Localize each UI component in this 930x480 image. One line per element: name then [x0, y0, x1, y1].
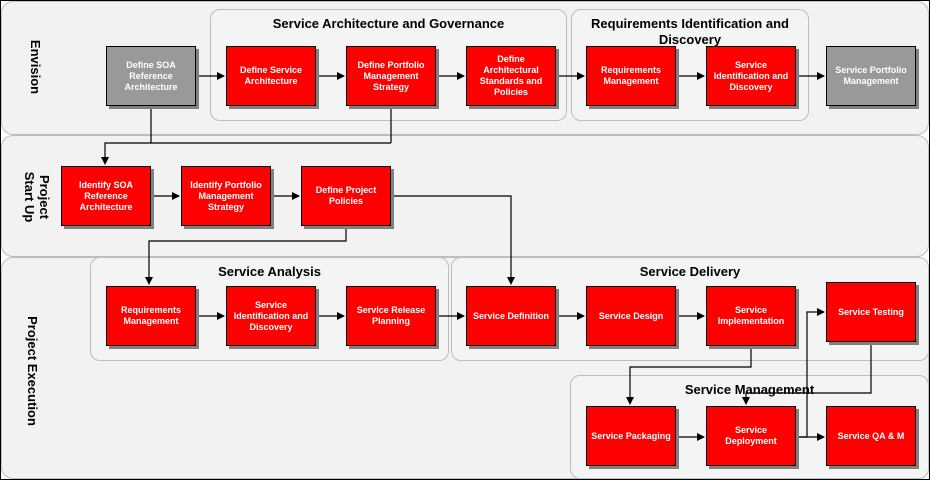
box-identify-portfolio-management-strategy: Identify Portfolio Management Strategy — [181, 166, 271, 226]
group-title-rid: Requirements Identification and Discover… — [591, 16, 789, 47]
box-define-project-policies: Define Project Policies — [301, 166, 391, 226]
box-service-release-planning: Service Release Planning — [346, 286, 436, 346]
box-service-identification-execution: Service Identification and Discovery — [226, 286, 316, 346]
box-define-soa-reference-architecture: Define SOA Reference Architecture — [106, 46, 196, 106]
box-service-qa-m: Service QA & M — [826, 406, 916, 466]
box-define-architectural-standards: Define Architectural Standards and Polic… — [466, 46, 556, 106]
box-requirements-management-execution: Requirements Management — [106, 286, 196, 346]
box-service-implementation: Service Implementation — [706, 286, 796, 346]
arrow-envision-to-identify-soa — [101, 107, 152, 165]
box-service-definition: Service Definition — [466, 286, 556, 346]
group-title-sag: Service Architecture and Governance — [272, 16, 505, 31]
box-service-identification-envision: Service Identification and Discovery — [706, 46, 796, 106]
box-identify-soa-reference-architecture: Identify SOA Reference Architecture — [61, 166, 151, 226]
arrow-implementation-to-packaging — [626, 347, 752, 405]
group-title-delivery: Service Delivery — [639, 264, 741, 279]
arrow-testing-to-deployment — [742, 343, 872, 405]
arrow-implementation-to-testing — [796, 308, 825, 438]
box-service-portfolio-management: Service Portfolio Management — [826, 46, 916, 106]
box-service-testing: Service Testing — [826, 282, 916, 342]
box-requirements-management-envision: Requirements Management — [586, 46, 676, 106]
group-title-analysis: Service Analysis — [218, 264, 321, 279]
box-service-deployment: Service Deployment — [706, 406, 796, 466]
box-define-portfolio-management-strategy: Define Portfolio Management Strategy — [346, 46, 436, 106]
box-define-service-architecture: Define Service Architecture — [226, 46, 316, 106]
box-service-packaging: Service Packaging — [586, 406, 676, 466]
box-service-design: Service Design — [586, 286, 676, 346]
arrow-policies-to-req-mgmt — [145, 227, 347, 285]
arrow-policies-to-svc-definition — [391, 195, 515, 285]
